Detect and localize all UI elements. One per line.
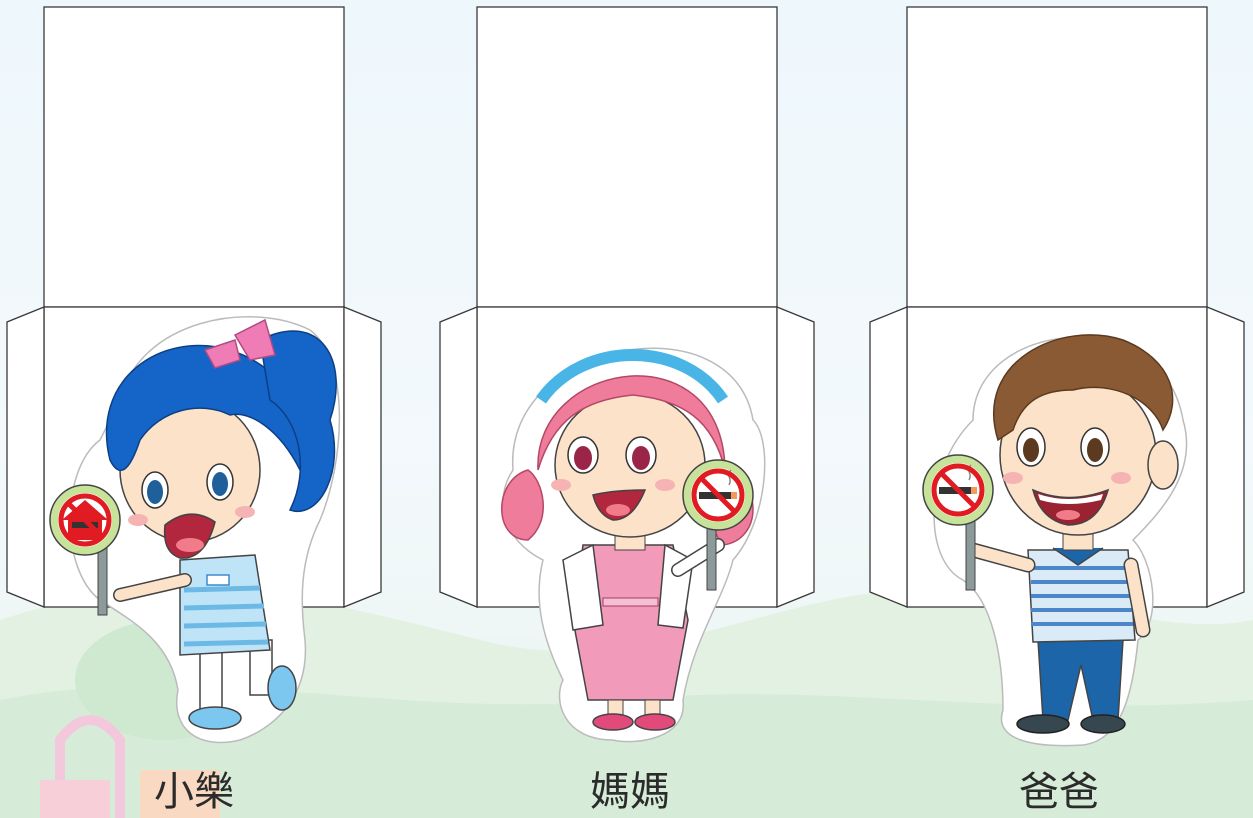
- left-flap: [6, 306, 45, 608]
- right-flap: [1206, 306, 1245, 608]
- right-flap: [776, 306, 815, 608]
- mama-figure: [501, 347, 766, 743]
- right-flap: [343, 306, 382, 608]
- left-flap: [869, 306, 908, 608]
- xiaole-figure: [69, 316, 341, 744]
- left-flap: [439, 306, 478, 608]
- no-smoking-home-sign-icon: [49, 484, 121, 556]
- character-name-baba: 爸爸: [1019, 769, 1099, 815]
- cutout-baba: 爸爸: [863, 0, 1253, 818]
- top-flap: [43, 6, 345, 308]
- character-name-mama: 媽媽: [590, 769, 670, 815]
- xiaole-paper-template: [6, 6, 382, 744]
- top-flap: [476, 6, 778, 308]
- baba-paper-template: [869, 6, 1245, 747]
- no-smoking-sign-icon: [922, 454, 994, 526]
- baba-figure: [933, 334, 1188, 747]
- top-flap: [906, 6, 1208, 308]
- cutout-xiaole: 小樂: [0, 0, 400, 818]
- no-smoking-sign-icon: [682, 459, 754, 531]
- mama-paper-template: [439, 6, 815, 743]
- character-name-xiaole: 小樂: [154, 769, 234, 815]
- cutout-mama: 媽媽: [433, 0, 833, 818]
